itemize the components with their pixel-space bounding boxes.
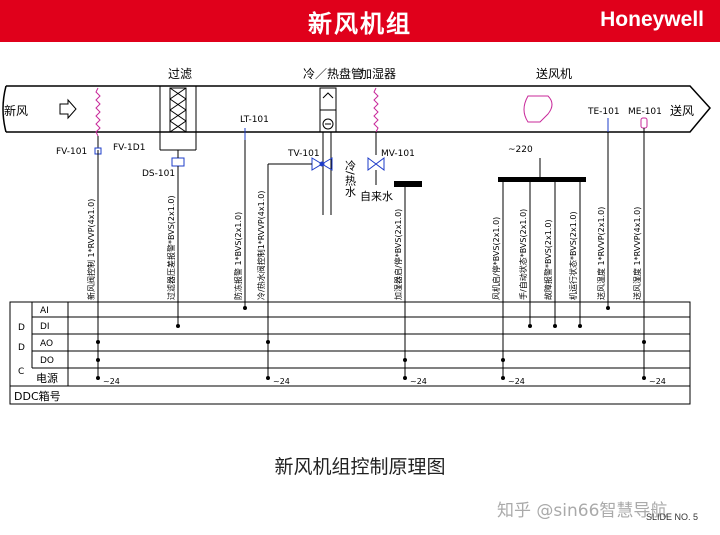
- humidity-sensor-icon: [640, 117, 648, 129]
- signal-label: 冷/热水阀控制1*RVVP(4x1.0): [256, 191, 266, 300]
- lt101-tag: LT-101: [240, 115, 269, 125]
- te101-tag: TE-101: [587, 107, 620, 117]
- tv101-tag: TV-101: [287, 149, 320, 159]
- signal-label: 送风温度 1*RVVP(2x1.0): [596, 207, 606, 300]
- power-220-tag: ~220: [508, 145, 533, 155]
- me101-tag: ME-101: [628, 107, 662, 117]
- ddc-row-do: DO: [40, 356, 54, 366]
- slide-title: 新风机组: [308, 10, 412, 38]
- humidifier-nozzle-icon: [373, 87, 379, 133]
- ds101-tag: DS-101: [142, 169, 175, 179]
- ddc-group-label: C: [18, 367, 24, 377]
- ddc-table: [9, 301, 691, 405]
- heating-cooling-coil-icon: [319, 87, 337, 215]
- signal-label: 过滤器压差报警*BVS(2x1.0): [166, 195, 176, 300]
- coil-label: 冷／热盘管: [303, 66, 363, 81]
- outlet-label: 送风: [670, 103, 694, 118]
- fv101-tag: FV-101: [56, 147, 87, 157]
- filter-label: 过滤: [168, 67, 192, 81]
- signal-label: 加湿器启/停*BVS(2x1.0): [393, 209, 403, 300]
- air-duct: [2, 85, 711, 133]
- power-24-tag: ~24: [649, 377, 666, 386]
- ddc-group-label: D: [18, 343, 25, 353]
- fan-starter-bar: [498, 177, 586, 182]
- humidifier-valve-icon: [367, 157, 385, 171]
- signal-label: 送风湿度 1*RVVP(4x1.0): [632, 207, 642, 300]
- signal-label: 机运行状态*BVS(2x1.0): [568, 211, 578, 300]
- power-24-tag: ~24: [103, 377, 120, 386]
- ddc-row-ai: AI: [40, 306, 49, 316]
- fv1d1-tag: FV-1D1: [113, 143, 145, 153]
- honeywell-logo: Honeywell: [600, 8, 704, 31]
- signal-label: 风机启/停*BVS(2x1.0): [491, 217, 501, 300]
- slide-number: SLIDE NO. 5: [645, 512, 698, 522]
- signal-label: 故障报警*BVS(2x1.0): [543, 219, 553, 300]
- signal-label: 手/自动状态*BVS(2x1.0): [518, 209, 528, 300]
- ddc-box-label: DDC箱号: [14, 389, 61, 403]
- power-24-tag: ~24: [410, 377, 427, 386]
- airflow-arrow-icon: [59, 98, 77, 120]
- diagram-caption: 新风机组控制原理图: [274, 456, 446, 478]
- ddc-row-ao: AO: [40, 339, 53, 349]
- inlet-label: 新风: [4, 103, 28, 118]
- fresh-air-damper-icon: [95, 87, 101, 137]
- water-valve-icon: [311, 157, 333, 171]
- ddc-row-power: 电源: [36, 371, 58, 385]
- mv101-tag: MV-101: [381, 149, 415, 159]
- header-bar: 新风机组 Honeywell: [0, 0, 720, 42]
- signal-label: 新风阀控制 1*RVVP(4x1.0): [86, 199, 96, 300]
- power-24-tag: ~24: [508, 377, 525, 386]
- humidifier-label: 加湿器: [360, 66, 396, 81]
- chw-label: 冷/热水: [344, 160, 357, 197]
- ddc-group-label: D: [18, 323, 25, 333]
- filter-icon: [159, 86, 197, 151]
- diff-pressure-switch-icon: [171, 157, 185, 167]
- city-water-label: 自来水: [360, 190, 393, 203]
- water-supply-pipe-icon: [394, 181, 422, 187]
- watermark: 知乎 @sin66智慧导航: [497, 501, 668, 521]
- fan-label: 送风机: [536, 66, 572, 81]
- power-24-tag: ~24: [273, 377, 290, 386]
- signal-label: 防冻报警 1*BVS(2x1.0): [233, 212, 243, 300]
- ddc-row-di: DI: [40, 322, 50, 332]
- terminal-dots: [96, 306, 646, 380]
- supply-fan-icon: [523, 95, 553, 123]
